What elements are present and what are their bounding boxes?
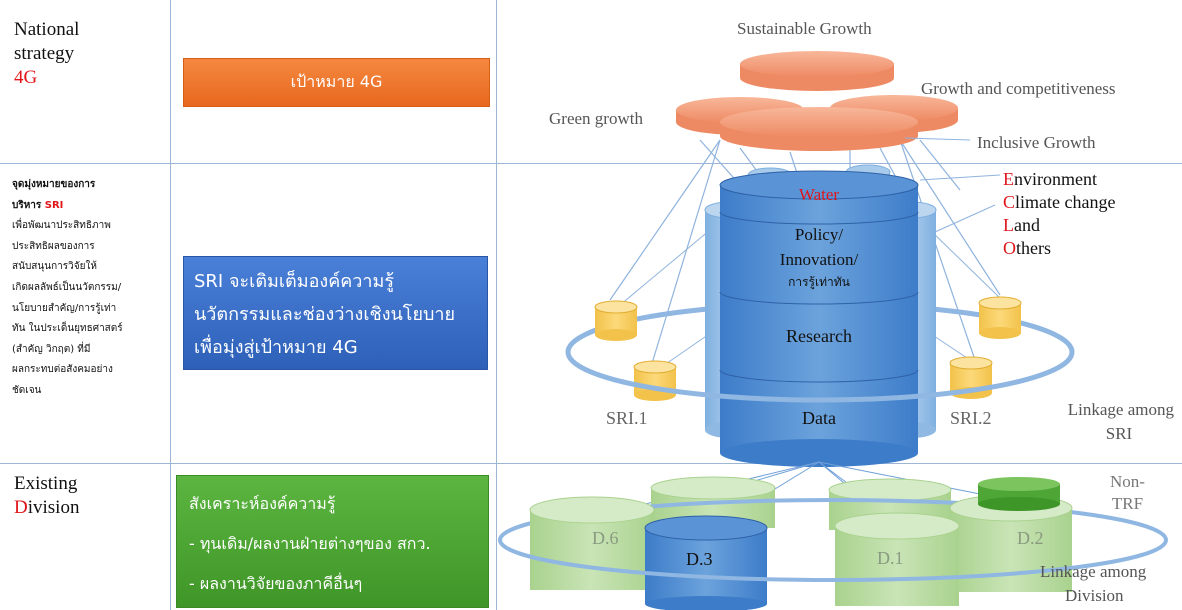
sustainable-disc <box>740 51 894 91</box>
division-d3 <box>644 515 768 610</box>
division-d1-label: D.1 <box>877 548 904 568</box>
inclusive-disc <box>720 107 918 151</box>
sri1-label: SRI.1 <box>606 408 648 428</box>
existing-division-label: Existing Division <box>14 473 80 518</box>
sri-goal-description: จุดมุ่งหมายของการ บริหาร SRI เพื่อพัฒนาป… <box>12 179 123 396</box>
green-growth-label: Green growth <box>549 109 643 128</box>
sustainable-growth-label: Sustainable Growth <box>737 19 872 38</box>
core-policy-label: Policy/ Innovation/ การรู้เท่าทัน <box>779 225 859 289</box>
core-cylinder <box>719 170 919 467</box>
grid-hline-2 <box>0 463 1182 464</box>
division-cylinders-front <box>529 477 1073 610</box>
national-strategy-label: National strategy 4G <box>14 19 80 88</box>
goal-4g-box: เป้าหมาย 4G <box>183 58 490 107</box>
satellite-left-bottom <box>633 360 677 401</box>
core-data-label: Data <box>802 408 836 428</box>
division-d6-label: D.6 <box>592 528 619 548</box>
eclo-leader-lines <box>904 137 1001 233</box>
core-water-label: Water <box>798 185 840 204</box>
sri-linkage-ring-front <box>565 351 1075 403</box>
grid-vline-1 <box>170 0 171 610</box>
satellite-right-top <box>978 296 1022 339</box>
growth-competitiveness-label: Growth and competitiveness <box>921 79 1116 98</box>
eclo-list: Environment Climate change Land Others <box>1003 169 1116 258</box>
division-d2-label: D.2 <box>1017 528 1044 548</box>
satellite-left-top <box>594 300 638 341</box>
synthesis-box: สังเคราะห์องค์ความรู้ - ทุนเดิม/ผลงานฝ่า… <box>176 475 489 608</box>
grid-vline-2 <box>496 0 497 610</box>
core-research-label: Research <box>786 326 852 346</box>
linkage-division-label: Linkage among Division <box>1040 562 1147 605</box>
linkage-sri-label: Linkage among SRI <box>1067 400 1174 443</box>
sri2-label: SRI.2 <box>950 408 992 428</box>
inclusive-growth-label: Inclusive Growth <box>977 133 1096 152</box>
division-d3-label: D.3 <box>686 549 713 569</box>
division-ring-front <box>498 539 1168 582</box>
division-d6 <box>529 496 655 590</box>
sri-fill-box: SRI จะเติมเต็มองค์ความรู้ นวัตกรรมและช่อ… <box>183 256 488 370</box>
grid-hline-1 <box>0 163 1182 164</box>
division-d1 <box>834 512 960 606</box>
growth-discs <box>676 51 958 151</box>
non-trf-cylinder <box>978 477 1060 511</box>
non-trf-label: Non- TRF <box>1110 472 1145 513</box>
